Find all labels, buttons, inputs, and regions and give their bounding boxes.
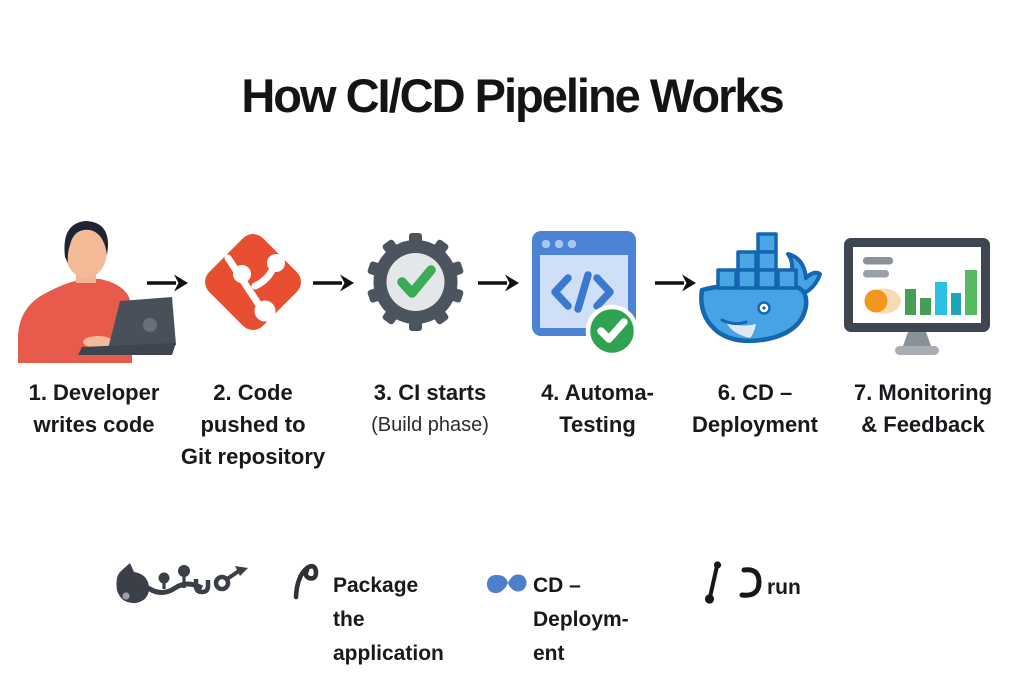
step-label-1: 1. Developer writes code [28,380,160,437]
step-label-5: 6. CD – Deployment [692,380,818,437]
page-title: How CI/CD Pipeline Works [241,69,784,122]
step-label-4: 4. Automa- Testing [541,380,654,437]
arrow-icon [145,272,189,294]
hook-glyph-icon [292,563,320,601]
arrow-icon [311,272,355,294]
blue-bone-glyph-icon [485,571,529,601]
gear-check-icon [365,220,467,348]
legend-label-run: run [767,576,801,599]
code-window-check-icon [531,228,641,358]
legend-label-package: Package the application [333,574,444,665]
pin-glyph-icon [704,559,724,607]
git-icon [197,222,309,346]
scribble-glyphs-icon [106,558,252,614]
step-label-2: 2. Code pushed to Git repository [180,380,326,469]
reversed-c-glyph-icon [736,566,764,600]
step-label-6: 7. Monitoring & Feedback [853,380,993,437]
legend-label-cd-deployment: CD – Deploym- ent [533,574,629,665]
arrow-icon [476,272,520,294]
arrow-icon [653,272,697,294]
docker-whale-icon [692,226,824,354]
monitor-analytics-icon [842,238,992,360]
developer-laptop-icon [16,213,178,363]
step-label-3: 3. CI starts (Build phase) [371,380,489,436]
